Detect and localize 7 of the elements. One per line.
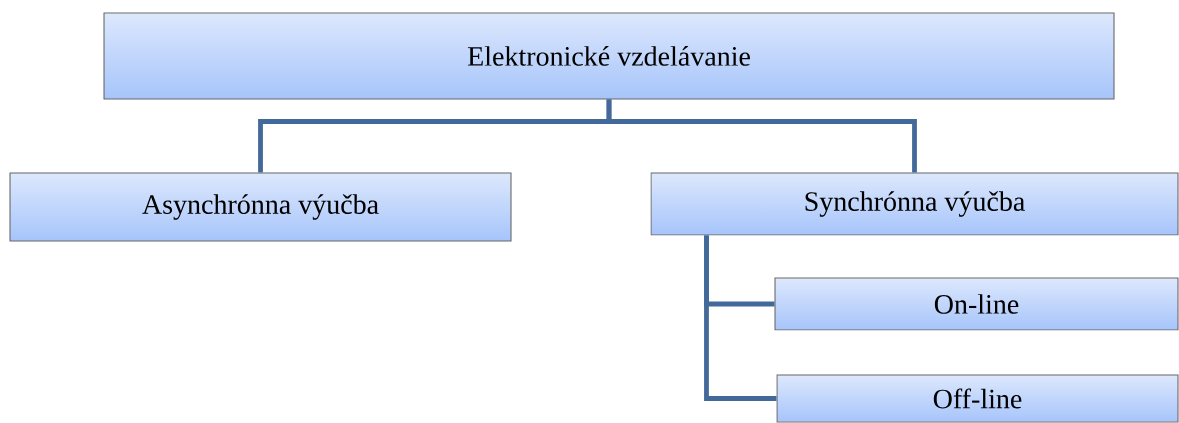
- box: Elektronické vzdelávanie: [103, 12, 1115, 100]
- box: Asynchrónna výučba: [9, 172, 512, 242]
- connector: [704, 235, 777, 401]
- box: On-line: [774, 277, 1179, 331]
- box: Synchrónna výučba: [650, 172, 1179, 236]
- connector: [606, 99, 917, 173]
- box: Off-line: [776, 374, 1179, 423]
